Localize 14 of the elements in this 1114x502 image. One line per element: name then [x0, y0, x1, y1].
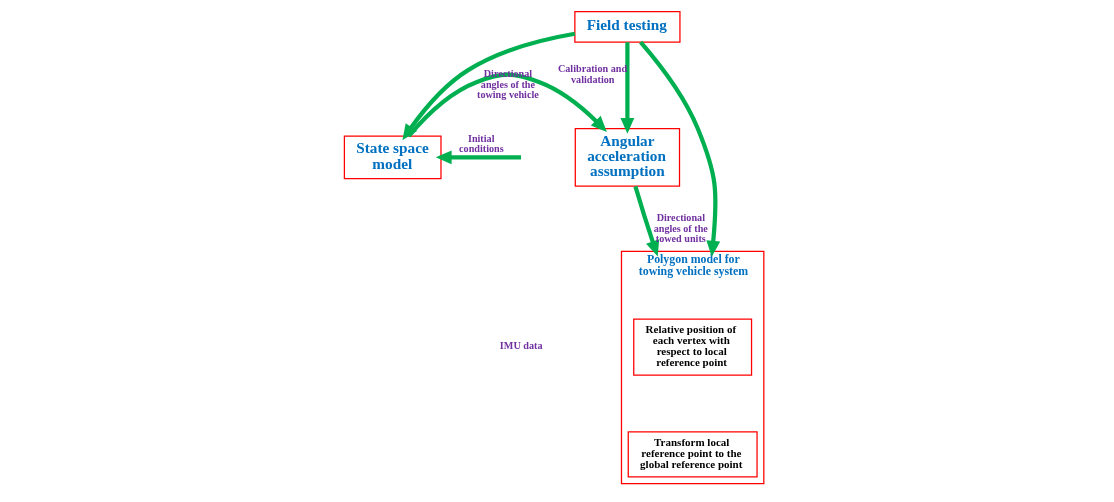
- edge-label: Directional angles of the towed units: [653, 212, 708, 244]
- node-box: State space model: [343, 135, 442, 180]
- node-box: Transform local reference point to the global reference point: [627, 431, 758, 478]
- arrow: [619, 42, 634, 134]
- edge-label: Initial conditions: [458, 132, 504, 154]
- arrow: [406, 72, 607, 138]
- node-box: Angular acceleration assumption: [574, 127, 680, 187]
- label: IMU data: [499, 339, 542, 351]
- node-box: Field testing: [573, 11, 681, 43]
- arrow: [632, 185, 659, 257]
- arrow: [435, 150, 521, 165]
- arrow: [638, 40, 720, 257]
- node-box: Relative position of each vertex with respect to local reference point: [632, 318, 752, 376]
- arrow: [401, 31, 575, 141]
